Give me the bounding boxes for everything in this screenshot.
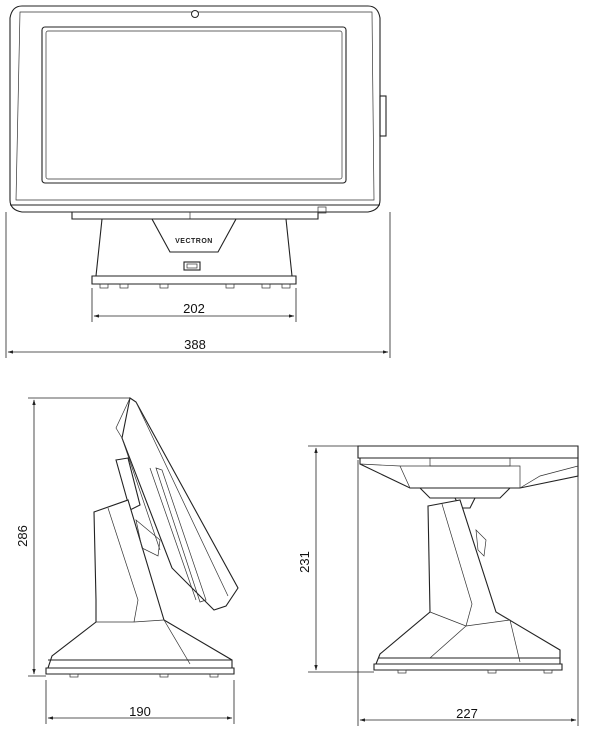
bottom-bar <box>71 211 319 220</box>
side-base <box>45 667 235 675</box>
flat-stand-body <box>375 499 561 665</box>
display-screen <box>41 26 347 184</box>
side-view-tilted: 286 190 <box>15 397 239 724</box>
dimension-202: 202 <box>183 301 205 316</box>
dimension-231: 231 <box>297 551 312 573</box>
brand-label: VECTRON <box>175 238 213 245</box>
dimension-227: 227 <box>456 706 478 721</box>
dimension-388: 388 <box>184 337 206 352</box>
side-port <box>379 95 387 137</box>
side-monitor-panel <box>121 397 239 611</box>
stand-column <box>95 218 293 277</box>
flat-base <box>373 663 563 671</box>
brand-plate <box>151 218 237 253</box>
dimension-286: 286 <box>15 525 30 547</box>
usb-port <box>183 261 201 271</box>
dimension-190: 190 <box>129 704 151 719</box>
flat-monitor-panel <box>357 445 579 459</box>
camera-icon <box>191 10 199 18</box>
monitor-housing <box>9 5 381 213</box>
base-foot <box>91 275 297 285</box>
side-view-flat: 231 227 <box>297 445 579 726</box>
front-view: VECTRON 202 388 <box>5 5 391 358</box>
